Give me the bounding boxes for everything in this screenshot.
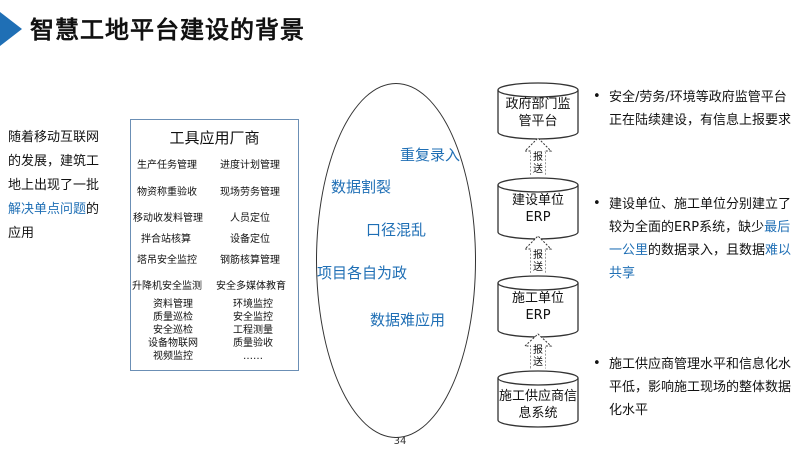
- bullet-text: 施工供应商管理水平和信息化水平低，影响施工现场的整体数据化水平: [609, 353, 795, 422]
- vendor-item: 升降机安全监测: [132, 281, 202, 292]
- issue-label: 数据难应用: [370, 311, 446, 329]
- vendor-col-item: 资料管理: [153, 299, 193, 310]
- vendor-item: 现场劳务管理: [220, 187, 280, 198]
- vendor-col-item: 环境监控: [233, 299, 273, 310]
- bullet-part: 建设单位、施工单位分别建立了较为全面的ERP系统，缺少: [609, 197, 792, 235]
- report-label: 报送: [531, 345, 545, 369]
- bullet-dot: •: [593, 356, 601, 371]
- vendor-col-item: 质量验收: [233, 338, 273, 349]
- title-marker-icon: [0, 12, 22, 46]
- vendor-item: 拌合站核算: [141, 234, 191, 245]
- vendor-title: 工具应用厂商: [169, 129, 260, 147]
- bullet-part: 施工供应商管理水平和信息化水平低，影响施工现场的整体数据化水平: [609, 357, 792, 418]
- page-title: 智慧工地平台建设的背景: [30, 16, 305, 44]
- vendor-col-item: 工程测量: [233, 325, 273, 336]
- layer-label-owner-erp: 建设单位ERP: [511, 193, 564, 225]
- layer-label-gov: 政府部门监管平台: [505, 97, 571, 129]
- report-label: 报送: [531, 152, 545, 176]
- vendor-col-item: 质量巡检: [153, 312, 193, 323]
- issue-label: 重复录入: [400, 146, 461, 164]
- layer-label-contractor-erp: 施工单位ERP: [511, 291, 564, 323]
- vendor-box: [130, 119, 299, 371]
- vendor-item: 塔吊安全监控: [137, 255, 197, 266]
- vendor-item: 移动收发料管理: [133, 213, 203, 224]
- issue-label: 口径混乱: [366, 221, 427, 239]
- issues-ellipse: [316, 83, 476, 438]
- report-label: 报送: [531, 250, 545, 274]
- cylinder-supplier: [497, 370, 579, 428]
- system-stack-diagram: [497, 82, 579, 428]
- vendor-item: 生产任务管理: [137, 160, 197, 171]
- vendor-item: 进度计划管理: [220, 160, 280, 171]
- bullet-text: 建设单位、施工单位分别建立了较为全面的ERP系统，缺少最后一公里的数据录入，且数…: [609, 193, 795, 285]
- vendor-item: 安全多媒体教育: [216, 281, 286, 292]
- issue-label: 数据割裂: [331, 178, 392, 196]
- vendor-col-item: 设备物联网: [148, 338, 198, 349]
- vendor-col-item: ……: [243, 351, 263, 362]
- bullet-part-highlight: 最后一公里: [609, 220, 791, 258]
- bullet-part: 安全/劳务/环境等政府监管平台正在陆续建设，有信息上报要求: [609, 90, 792, 128]
- vendor-col-item: 安全巡检: [153, 325, 193, 336]
- vendor-col-right: 环境监控 安全监控 工程测量 质量验收 ……: [218, 298, 288, 363]
- bullet-dot: •: [593, 89, 601, 104]
- vendor-item: 钢筋核算管理: [220, 255, 280, 266]
- intro-after: 的应用: [8, 202, 100, 241]
- page-number: 34: [393, 436, 407, 447]
- intro-before: 随着移动互联网的发展，建筑工地上出现了一批: [8, 130, 100, 193]
- cylinder-gov: [497, 82, 579, 140]
- issue-label: 项目各自为政: [317, 264, 408, 282]
- vendor-col-item: 视频监控: [153, 351, 193, 362]
- bullet-part-highlight: 难以共享: [609, 243, 792, 281]
- bullet-part: 的数据录入，且数据: [648, 243, 766, 258]
- vendor-item: 设备定位: [230, 234, 270, 245]
- vendor-item: 物资称重验收: [137, 187, 197, 198]
- intro-text: 随着移动互联网的发展，建筑工地上出现了一批解决单点问题的应用: [8, 126, 108, 246]
- layer-label-supplier: 施工供应商信息系统: [498, 389, 577, 421]
- vendor-col-item: 安全监控: [233, 312, 273, 323]
- bullet-dot: •: [593, 196, 601, 211]
- vendor-col-left: 资料管理 质量巡检 安全巡检 设备物联网 视频监控: [138, 298, 208, 363]
- intro-highlight: 解决单点问题: [8, 202, 87, 217]
- vendor-item: 人员定位: [230, 213, 270, 224]
- bullet-text: 安全/劳务/环境等政府监管平台正在陆续建设，有信息上报要求: [609, 86, 795, 132]
